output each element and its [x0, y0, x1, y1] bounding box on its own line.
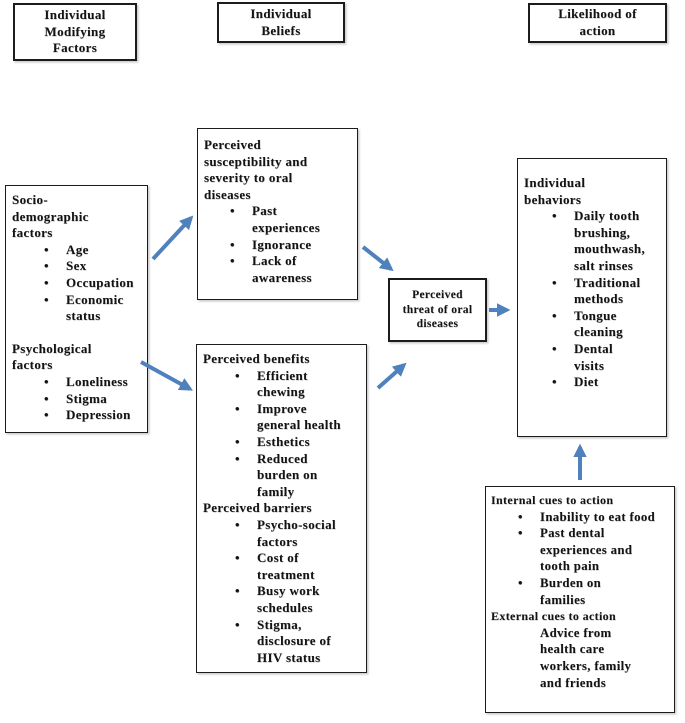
bullet-icon [230, 237, 252, 254]
bullet-icon [44, 275, 66, 292]
bullet-icon [235, 583, 257, 600]
list-item: Efficient chewing [235, 368, 360, 401]
box-cues-to-action: Internal cues to action Inability to eat… [485, 486, 675, 713]
list-item: Dental visits [552, 341, 660, 374]
bullet-icon [518, 509, 540, 526]
bullet-icon [552, 275, 574, 292]
section-heading: Socio-demographic factors [12, 192, 89, 241]
arrow-modifying-to-susceptibility [151, 215, 194, 261]
list-item: Esthetics [235, 434, 360, 451]
bullet-icon [230, 203, 252, 220]
arrow-benefits-to-threat [376, 362, 407, 390]
column-header-individual-beliefs: Individual Beliefs [217, 2, 345, 43]
list-item: Past experiences [230, 203, 351, 236]
list-item: Diet [552, 374, 660, 391]
bullet-icon [552, 341, 574, 358]
section-heading: Internal cues to action [491, 493, 614, 507]
bullet-icon [518, 575, 540, 592]
list-item: Psycho-social factors [235, 517, 360, 550]
list-item: Traditional methods [552, 275, 660, 308]
box-benefits-barriers: Perceived benefits Efficient chewing Imp… [196, 344, 367, 673]
section-heading: Perceived susceptibility and severity to… [204, 137, 308, 202]
list-item: Economic status [44, 292, 141, 325]
list-item: Depression [44, 407, 141, 424]
bullet-icon [552, 308, 574, 325]
list-item: Reduced burden on family [235, 451, 360, 501]
list-item: Cost of treatment [235, 550, 360, 583]
list-item: Tongue cleaning [552, 308, 660, 341]
list-item: Daily tooth brushing, mouthwash, salt ri… [552, 208, 660, 274]
section-heading: Perceived benefits [203, 351, 310, 366]
list-item: Loneliness [44, 374, 141, 391]
list-item: Lack of awareness [230, 253, 351, 286]
box-modifying-factors: Socio-demographic factors Age Sex Occupa… [5, 185, 148, 433]
bullet-icon [44, 374, 66, 391]
bullet-icon [44, 258, 66, 275]
column-header-likelihood-of-action: Likelihood of action [528, 3, 667, 43]
external-cues-note: Advice from health care workers, family … [540, 625, 632, 690]
box-perceived-threat: Perceived threat of oral diseases [388, 278, 487, 342]
bullet-icon [44, 391, 66, 408]
bullet-icon [235, 401, 257, 418]
list-item: Burden on families [518, 575, 669, 608]
column-header-label: Individual Modifying Factors [44, 7, 106, 56]
bullet-icon [235, 434, 257, 451]
section-heading: Individual behaviors [524, 175, 586, 207]
column-header-label: Likelihood of action [558, 6, 637, 38]
bullet-icon [235, 517, 257, 534]
bullet-icon [44, 407, 66, 424]
list-item: Past dental experiences and tooth pain [518, 525, 669, 575]
bullet-icon [230, 253, 252, 270]
box-label: Perceived threat of oral diseases [402, 289, 473, 331]
list-item: Occupation [44, 275, 141, 292]
list-item: Improve general health [235, 401, 360, 434]
bullet-icon [44, 242, 66, 259]
list-item: Sex [44, 258, 141, 275]
bullet-icon [552, 374, 574, 391]
bullet-icon [235, 617, 257, 634]
bullet-icon [518, 525, 540, 542]
bullet-icon [235, 550, 257, 567]
list-item: Stigma, disclosure of HIV status [235, 617, 360, 667]
bullet-icon [44, 292, 66, 309]
arrow-modifying-to-benefits [140, 360, 193, 391]
list-item: Busy work schedules [235, 583, 360, 616]
section-heading: Perceived barriers [203, 500, 312, 516]
box-perceived-susceptibility: Perceived susceptibility and severity to… [197, 128, 358, 300]
bullet-icon [552, 208, 574, 225]
column-header-individual-modifying-factors: Individual Modifying Factors [13, 3, 137, 61]
bullet-icon [235, 451, 257, 468]
list-item: Age [44, 242, 141, 259]
list-item: Inability to eat food [518, 509, 669, 526]
section-heading: External cues to action [491, 609, 617, 624]
list-item: Ignorance [230, 237, 351, 254]
section-heading: Psychological factors [12, 340, 92, 373]
bullet-icon [235, 368, 257, 385]
column-header-label: Individual Beliefs [250, 5, 312, 38]
box-individual-behaviors: Individual behaviors Daily tooth brushin… [517, 158, 667, 437]
arrow-susceptibility-to-threat [361, 245, 394, 272]
list-item: Stigma [44, 391, 141, 408]
